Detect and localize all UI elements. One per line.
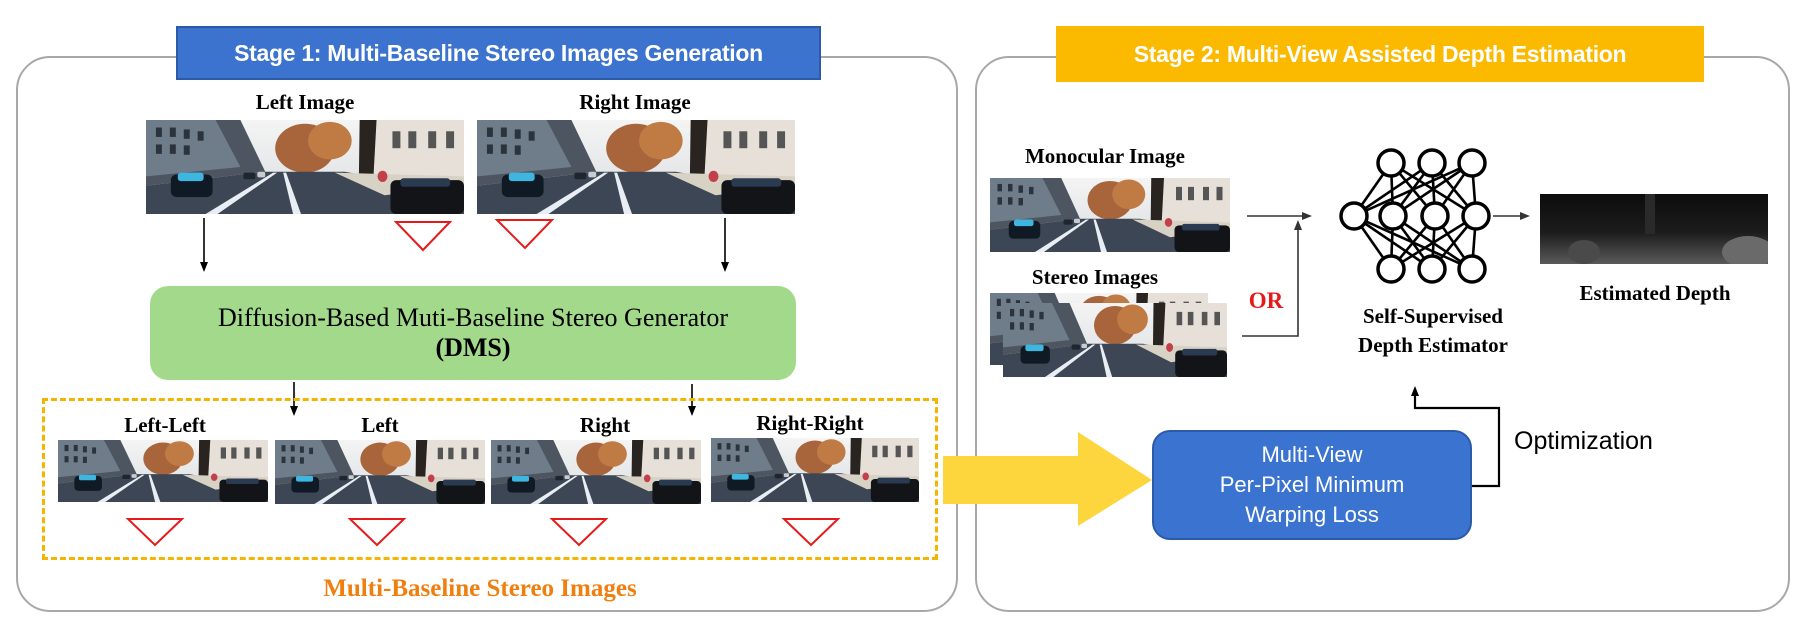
stereo-images-label: Stereo Images bbox=[1031, 265, 1159, 289]
dms-generator-box: Diffusion-Based Muti-Baseline Stereo Gen… bbox=[150, 286, 796, 380]
stage2-connectors bbox=[1242, 148, 1530, 488]
right-output-image bbox=[491, 440, 701, 504]
right-image-label: Right Image bbox=[579, 90, 691, 114]
stage-transition-arrow bbox=[943, 432, 1152, 526]
arrow-mono-head bbox=[1302, 212, 1312, 220]
triangle-marker-right-image bbox=[494, 219, 555, 250]
left-left-label: Left-Left bbox=[124, 413, 206, 437]
multi-baseline-caption: Multi-Baseline Stereo Images bbox=[323, 575, 637, 602]
multi-baseline-group bbox=[42, 398, 938, 560]
dms-title: Diffusion-Based Muti-Baseline Stereo Gen… bbox=[218, 303, 728, 332]
estimator-line1: Self-Supervised bbox=[1362, 304, 1503, 328]
right-right-label: Right-Right bbox=[756, 411, 864, 435]
triangle-marker-left-left bbox=[125, 518, 185, 547]
loss-line1: Multi-View bbox=[1261, 442, 1363, 467]
estimator-line2: Depth Estimator bbox=[1358, 333, 1508, 357]
dms-abbrev: (DMS) bbox=[435, 333, 511, 362]
optimization-arrow bbox=[1413, 392, 1501, 488]
arrow-stereo-to-net bbox=[1242, 226, 1299, 337]
estimated-depth-label: Estimated Depth bbox=[1579, 281, 1731, 305]
loss-line2: Per-Pixel Minimum bbox=[1219, 472, 1405, 497]
left-output-image bbox=[275, 440, 485, 504]
left-image-label: Left Image bbox=[255, 90, 355, 114]
arrow-dms-left-head bbox=[290, 406, 298, 416]
arrow-right-head bbox=[721, 262, 729, 272]
triangle-marker-left-image bbox=[393, 221, 453, 252]
triangle-marker-right-right bbox=[781, 518, 841, 547]
optimization-label: Optimization bbox=[1514, 427, 1653, 455]
arrow-depth-head bbox=[1520, 212, 1530, 220]
arrow-dms-right-head bbox=[688, 406, 696, 416]
stage2-title: Stage 2: Multi-View Assisted Depth Estim… bbox=[1133, 40, 1627, 67]
neural-network-icon bbox=[1339, 148, 1491, 284]
right-label: Right bbox=[579, 413, 631, 437]
loss-line3: Warping Loss bbox=[1245, 502, 1379, 527]
estimated-depth-map bbox=[1540, 194, 1768, 264]
warping-loss-box: Multi-View Per-Pixel Minimum Warping Los… bbox=[1152, 430, 1472, 540]
monocular-image-label: Monocular Image bbox=[1024, 144, 1185, 168]
triangle-marker-left bbox=[347, 518, 407, 547]
right-right-image bbox=[711, 438, 919, 502]
left-left-image bbox=[58, 440, 268, 502]
arrow-left-head bbox=[200, 262, 208, 272]
left-label: Left bbox=[361, 413, 399, 437]
stage1-header: Stage 1: Multi-Baseline Stereo Images Ge… bbox=[176, 26, 821, 80]
triangle-marker-right bbox=[549, 518, 609, 547]
stage2-header: Stage 2: Multi-View Assisted Depth Estim… bbox=[1056, 26, 1704, 82]
stage1-title: Stage 1: Multi-Baseline Stereo Images Ge… bbox=[234, 39, 763, 66]
optimization-arrow-head bbox=[1411, 386, 1419, 396]
or-label: OR bbox=[1248, 288, 1284, 313]
arrow-stereo-head bbox=[1294, 220, 1302, 230]
